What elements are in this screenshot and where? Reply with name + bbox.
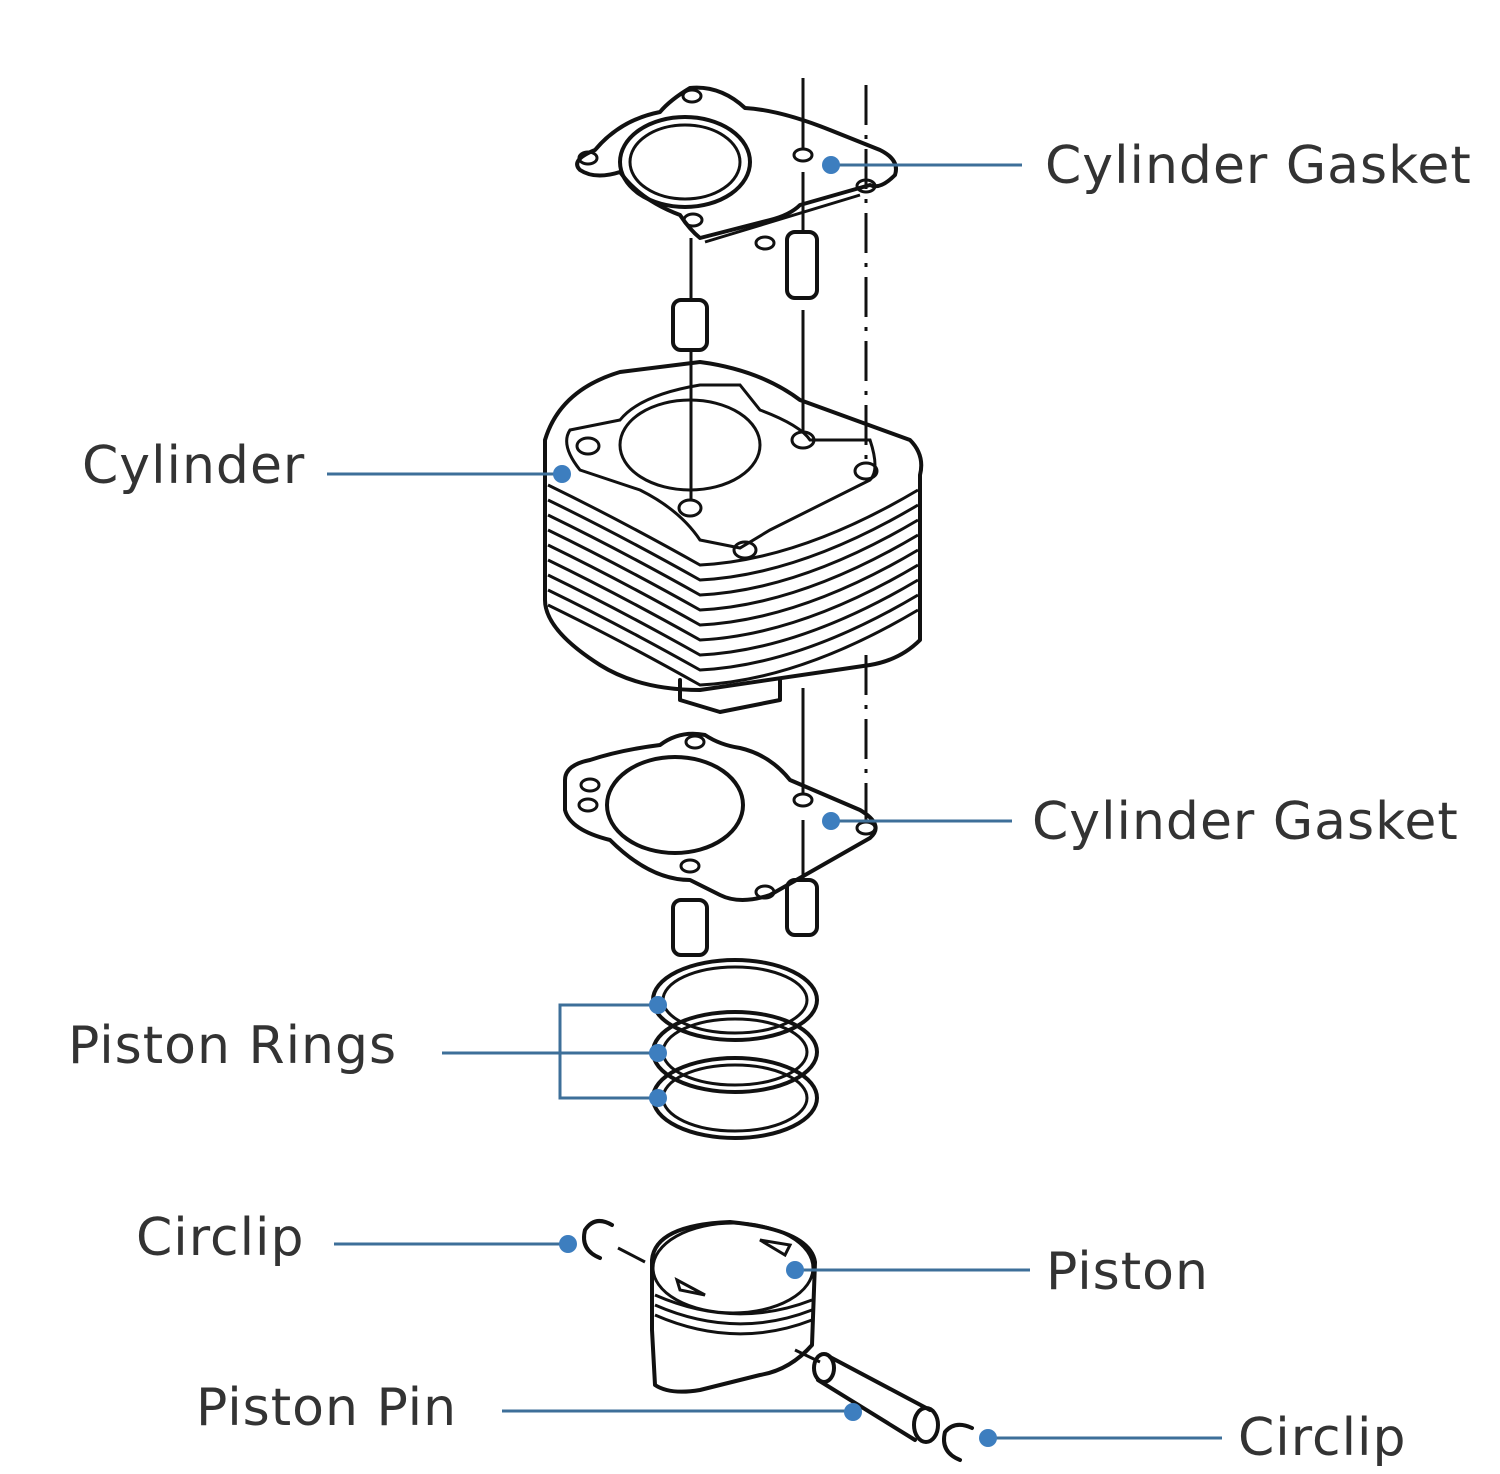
piston-pin-drawing — [794, 1348, 940, 1444]
label-cylinder-gasket-bottom: Cylinder Gasket — [1032, 792, 1459, 852]
cylinder-gasket-bottom-drawing — [563, 731, 878, 902]
callout-dot-cylinder-gasket-bottom — [822, 812, 840, 830]
piston-rings-drawing — [651, 958, 819, 1140]
callout-dot-cylinder-gasket-top — [822, 156, 840, 174]
callout-leaders — [327, 156, 1222, 1447]
piston-drawing — [650, 1220, 817, 1394]
callout-dot-piston — [786, 1261, 804, 1279]
circlip-drawings — [582, 1219, 974, 1462]
callout-dot-piston-ring-3 — [649, 1089, 667, 1107]
label-cylinder-gasket-top: Cylinder Gasket — [1045, 136, 1472, 196]
dowel-pins — [671, 230, 819, 957]
label-piston-pin: Piston Pin — [196, 1378, 458, 1438]
label-piston: Piston — [1046, 1242, 1209, 1302]
callout-dot-piston-pin — [844, 1403, 862, 1421]
label-piston-rings: Piston Rings — [68, 1016, 398, 1076]
alignment-axes — [689, 78, 868, 880]
cylinder-drawing — [543, 360, 924, 714]
callout-dot-circlip-right — [979, 1429, 997, 1447]
callout-dot-cylinder — [553, 465, 571, 483]
label-cylinder: Cylinder — [82, 436, 306, 496]
cylinder-gasket-top-drawing — [575, 85, 898, 251]
callout-dot-circlip-left — [559, 1235, 577, 1253]
callout-dot-piston-ring-1 — [649, 996, 667, 1014]
label-circlip-right: Circlip — [1238, 1408, 1407, 1468]
callout-dot-piston-ring-2 — [649, 1044, 667, 1062]
label-circlip-left: Circlip — [136, 1208, 305, 1268]
